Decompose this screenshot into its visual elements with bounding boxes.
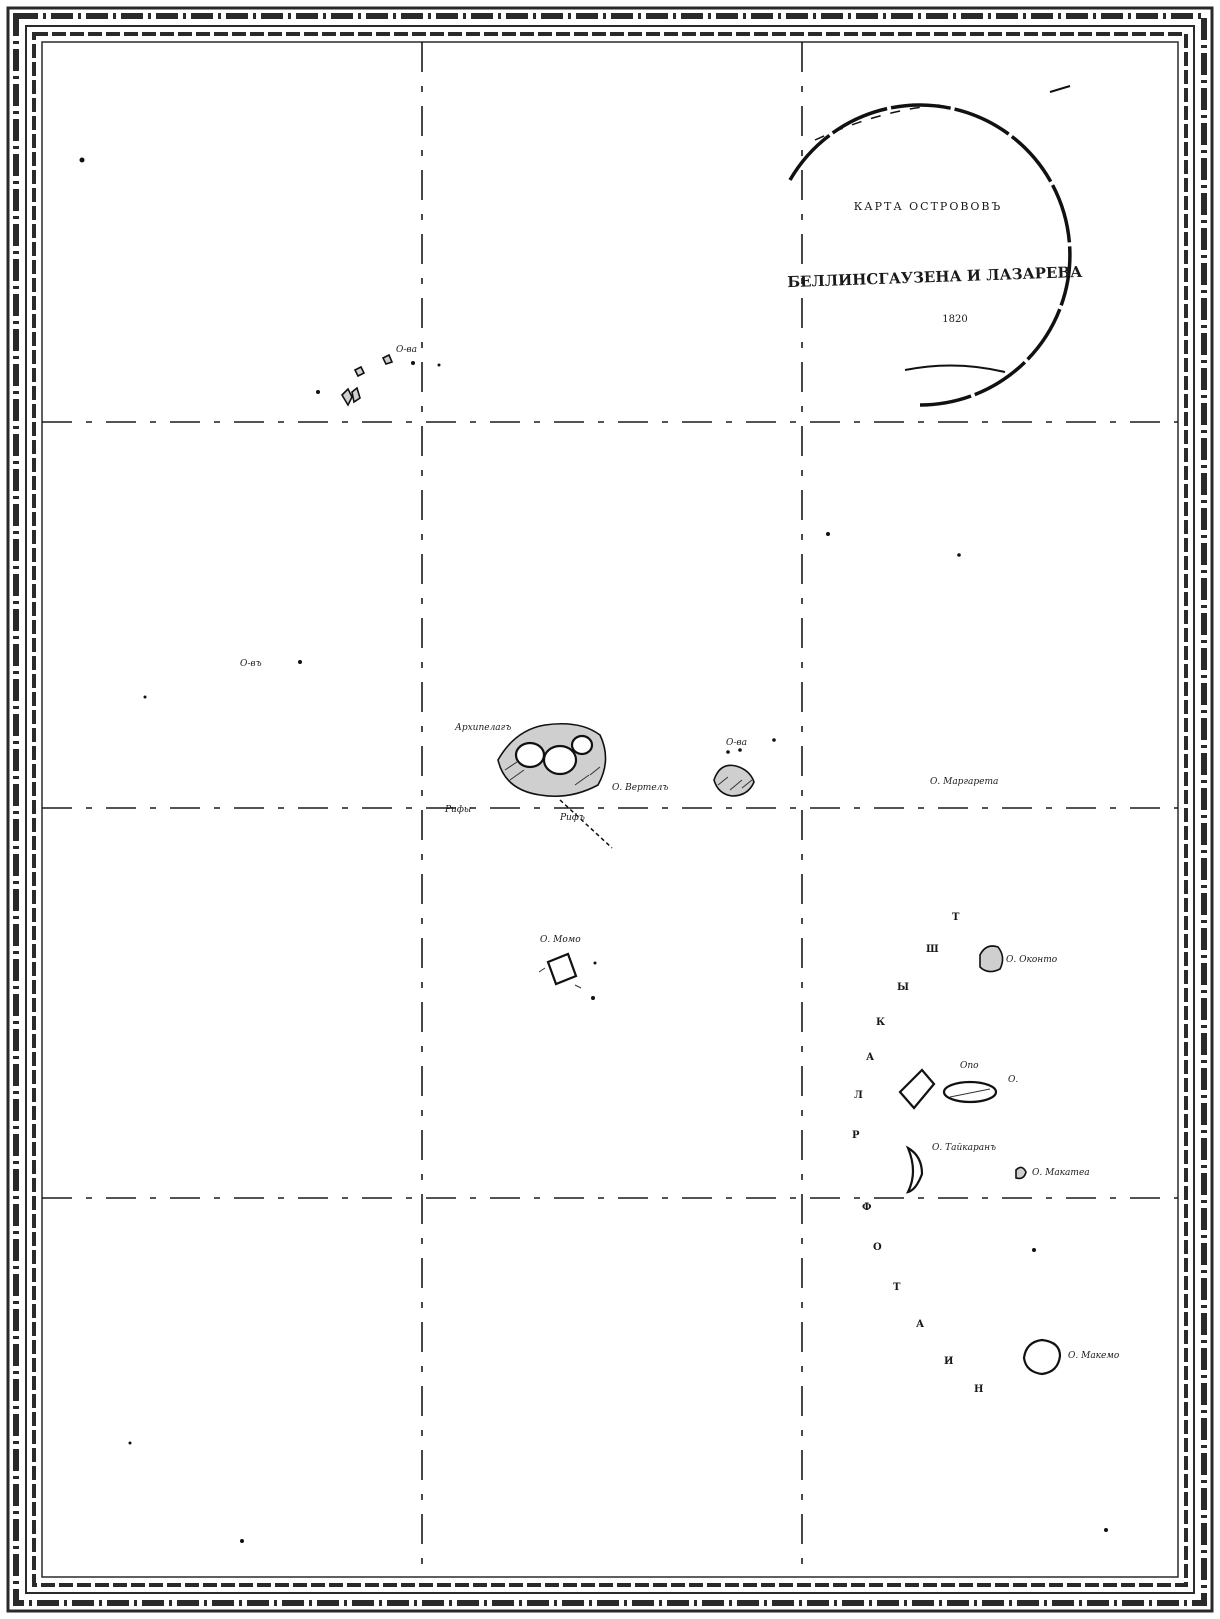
central-archipelago: Архипелагъ О. Вертелъ Рифъ Рифы [444,722,668,849]
east-island-group: О-ва О. Маргарета [713,738,998,797]
cartouche-title-line1: КАРТА ОСТРОВОВЪ [854,200,1003,213]
label-arc-island-top: О. Оконто [1006,955,1058,965]
archipelago-arc: Т Ш Ы К А Л Р Ф О Т А И Н [852,912,983,1395]
cartouche-year: 1820 [942,314,967,325]
arc-letter-2: Ш [926,944,939,955]
label-archipelago-east: О. Вертелъ [612,783,668,793]
cartouche-title-line2: БЕЛЛИНСГАУЗЕНА И ЛАЗАРЕВА [787,263,1083,291]
arc-letter-9: О [873,1242,882,1253]
label-archipelago-south: Рифъ [559,813,585,823]
west-island: О-въ [240,659,302,669]
label-central-island: О. Момо [540,935,581,945]
arc-letter-6: Л [854,1090,863,1101]
label-east-reef: О. Маргарета [930,777,998,787]
arc-islands: О. Оконто Опо О. О. Тайкаранъ О. Макатеа… [898,945,1120,1376]
arc-letter-7: Р [852,1130,860,1141]
label-arc-island-mid-right: О. [1008,1075,1018,1085]
arc-letter-8: Ф [862,1202,872,1213]
arc-letter-12: И [944,1356,953,1367]
title-cartouche: КАРТА ОСТРОВОВЪ БЕЛЛИНСГАУЗЕНА И ЛАЗАРЕВ… [787,85,1083,407]
central-island: О. Момо [538,935,597,989]
arc-letter-10: Т [893,1282,901,1293]
label-east-group: О-ва [726,738,747,748]
label-archipelago-reef: Рифы [444,805,471,815]
scattered-islets [79,157,1108,1543]
label-arc-island-bottom: О. Макемо [1068,1351,1120,1361]
arc-letter-11: А [916,1319,925,1330]
label-arc-island-low-right: О. Макатеа [1032,1168,1090,1178]
label-west-island: О-въ [240,659,262,669]
label-arc-island-low: О. Тайкаранъ [932,1143,996,1153]
map-frame [6,6,1214,1613]
arc-letter-5: А [866,1052,875,1063]
label-arc-island-mid-left: Опо [960,1061,979,1071]
arc-letter-1: Т [952,912,960,923]
label-archipelago: Архипелагъ [454,723,511,733]
arc-letter-13: Н [974,1384,983,1395]
northwest-atoll-group: О-ва [316,345,441,407]
arc-letter-4: К [876,1017,885,1028]
label-northwest-atoll: О-ва [396,345,417,355]
arc-letter-3: Ы [897,982,909,993]
